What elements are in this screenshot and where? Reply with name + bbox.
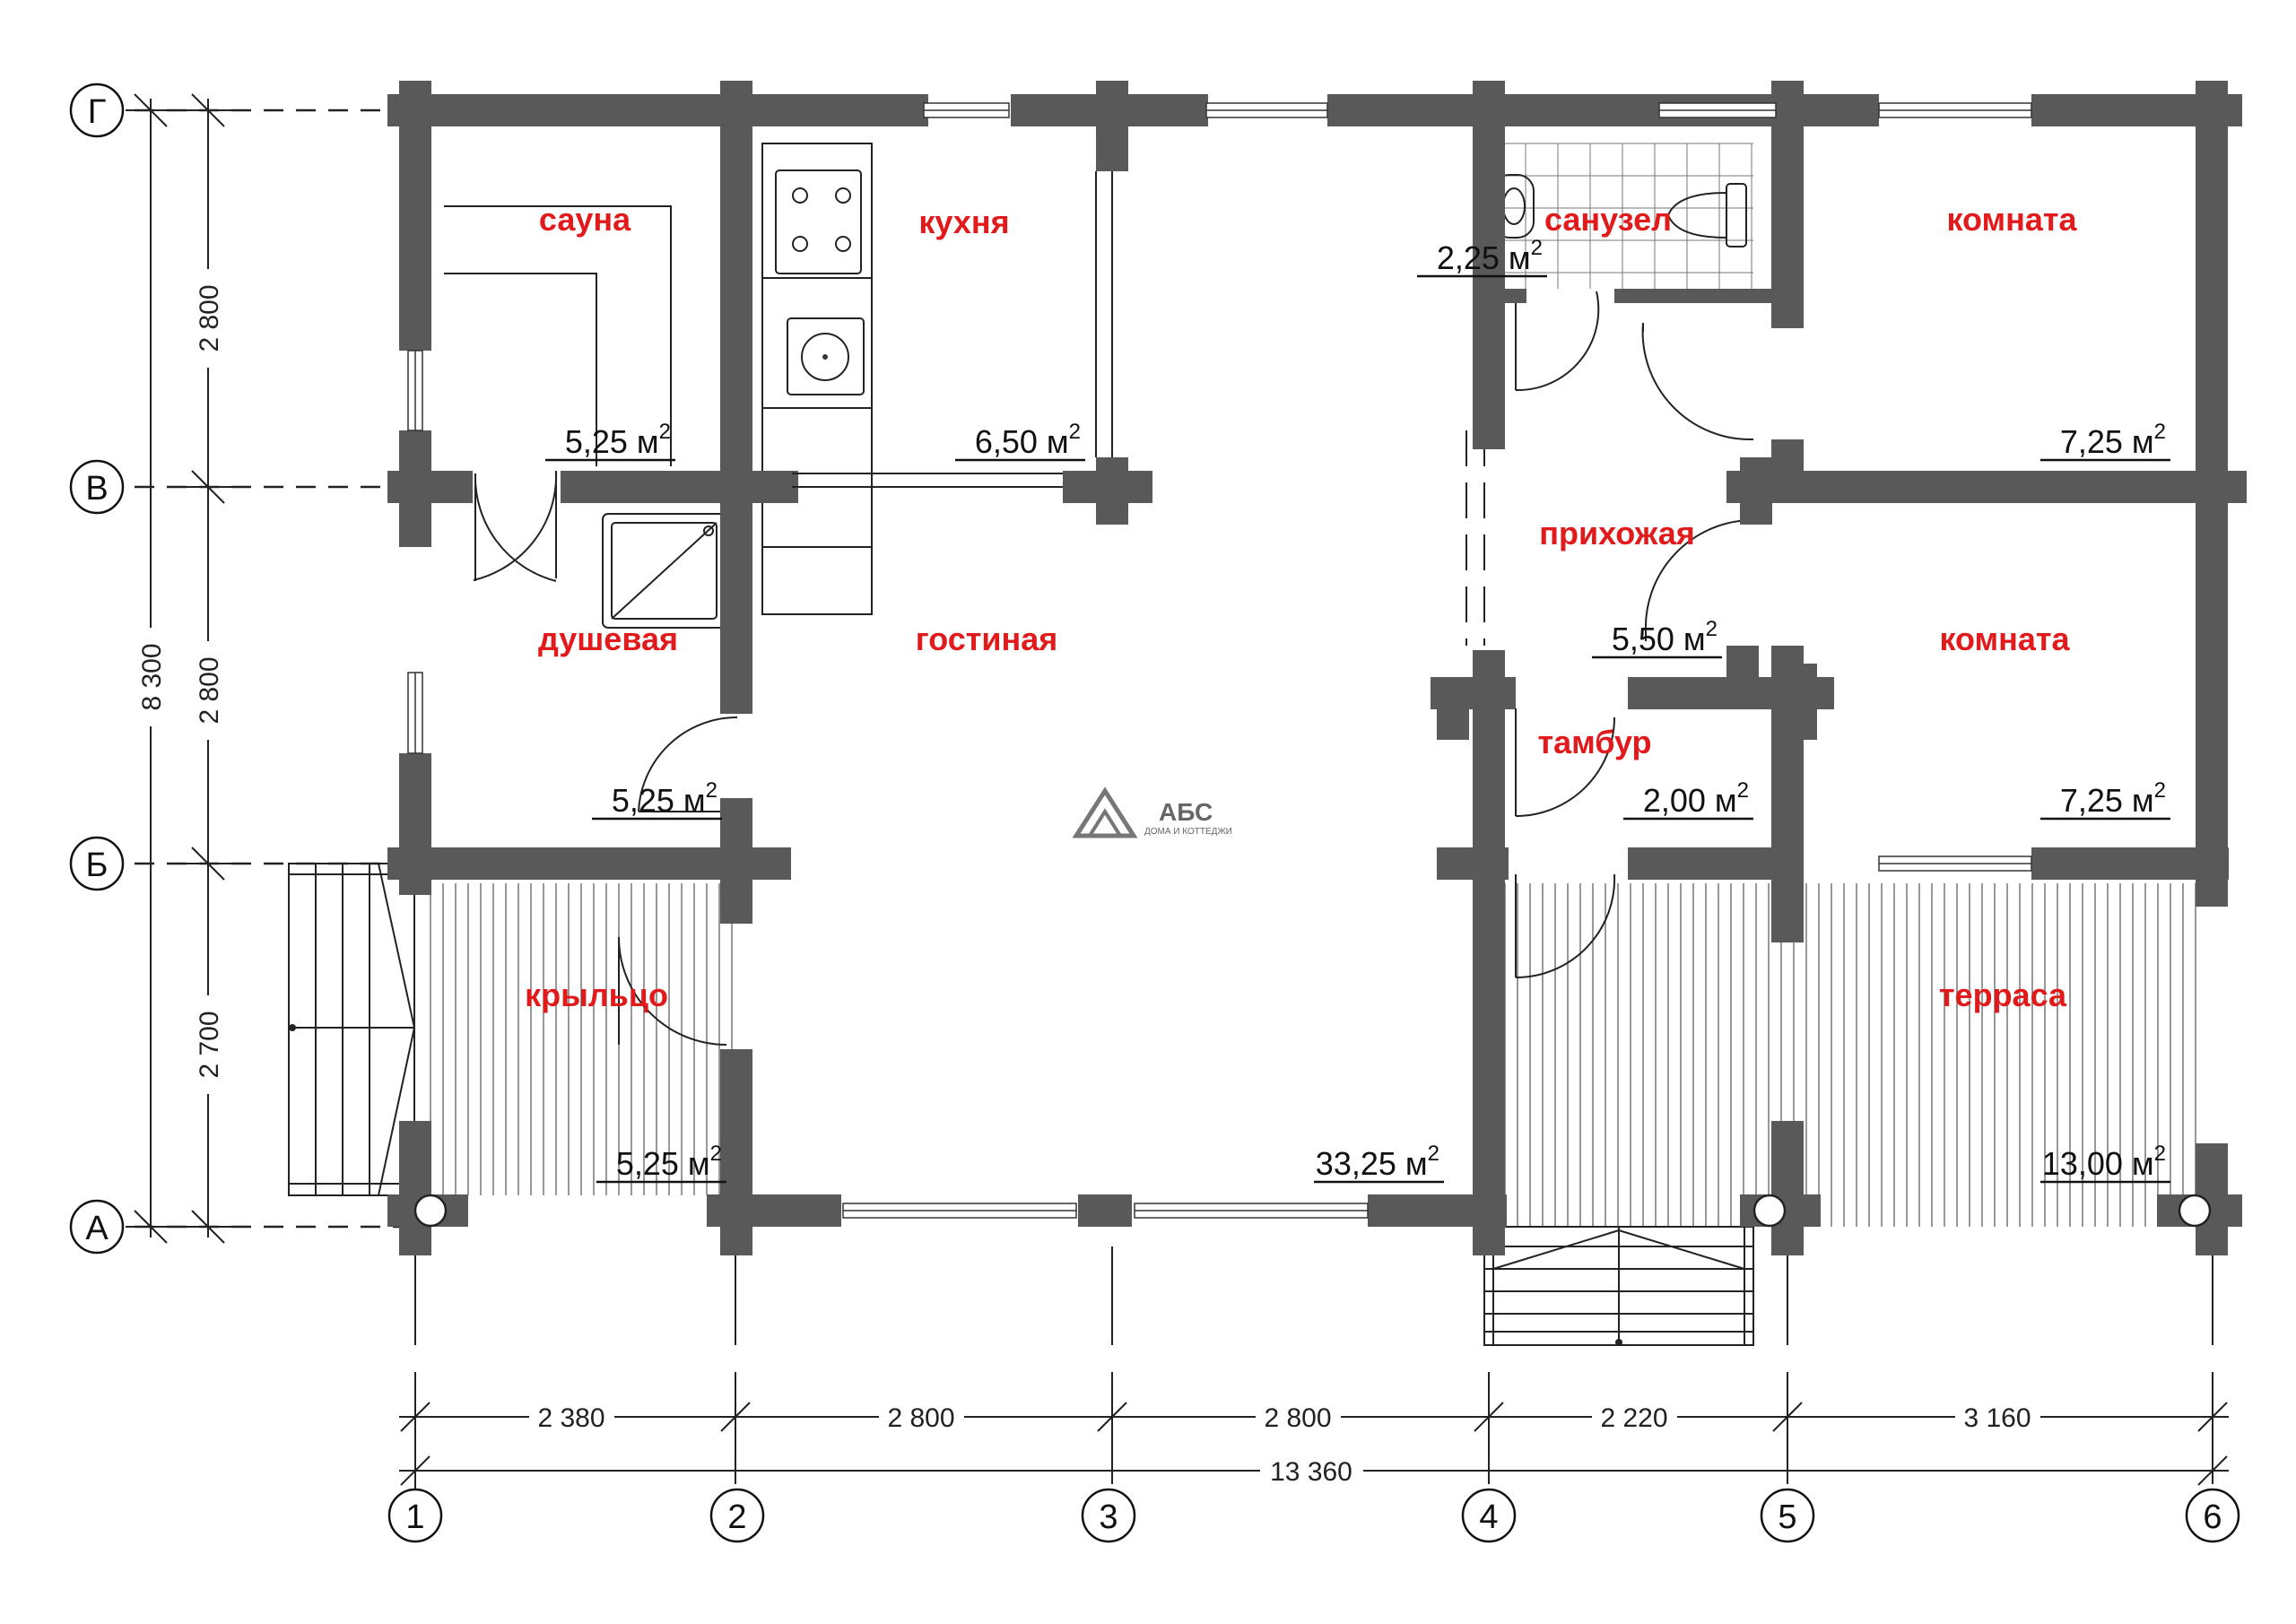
dim-vertical-1: 2 800 xyxy=(195,284,224,352)
room-label-bathroom: санузел xyxy=(1544,201,1672,238)
wall-segment xyxy=(1096,126,1128,171)
wall-segment xyxy=(1771,1121,1804,1202)
logo-title: АБС xyxy=(1159,798,1213,826)
bottom-stairs xyxy=(1483,1226,1754,1346)
room-area: 13,00 м2 xyxy=(2042,1142,2166,1182)
wall-segment xyxy=(720,1049,752,1197)
column-axis-label: 6 xyxy=(2203,1498,2222,1536)
dim-horizontal-1: 2 380 xyxy=(537,1403,604,1433)
room-label-vestibule: тамбур xyxy=(1537,724,1651,760)
dim-vertical-3: 2 700 xyxy=(195,1011,224,1078)
room-label-living: гостиная xyxy=(916,621,1058,657)
dim-horizontal-5: 3 160 xyxy=(1963,1403,2031,1433)
bathroom-tiles xyxy=(1492,143,1753,289)
round-posts xyxy=(413,1194,2212,1228)
room-area: 6,50 м2 xyxy=(975,420,1081,460)
wall-segment xyxy=(1726,471,2247,503)
wall-segment xyxy=(1771,880,1804,942)
wall-segment xyxy=(1473,126,1505,449)
wall-segment xyxy=(1628,847,1798,880)
room-areas: 5,25 м2 6,50 м2 2,25 м2 7,25 м2 5,50 м2 5,25 … xyxy=(545,236,2170,1184)
wall-segment xyxy=(720,126,752,714)
kitchen-fixtures xyxy=(761,143,873,615)
sauna-benches xyxy=(444,205,672,466)
wall-segment xyxy=(399,126,431,351)
wall-segment xyxy=(1078,1194,1132,1227)
wall-segment xyxy=(1096,457,1128,525)
toilet-icon xyxy=(1666,191,1727,239)
column-axis-label: 2 xyxy=(727,1498,746,1536)
room-area: 33,25 м2 xyxy=(1316,1142,1439,1182)
column-axis-label: 3 xyxy=(1099,1498,1118,1536)
room-area: 5,25 м2 xyxy=(616,1142,722,1182)
room-area: 2,00 м2 xyxy=(1643,778,1749,819)
wall-segment xyxy=(1614,289,1774,303)
wall-segment xyxy=(1473,289,1526,303)
stove-icon xyxy=(775,169,862,274)
sink-icon xyxy=(787,317,865,395)
room-label-sauna: сауна xyxy=(539,201,631,238)
room-label-room-1: комната xyxy=(1946,201,2077,238)
dim-horizontal-total: 13 360 xyxy=(1270,1457,1352,1487)
wall-segment xyxy=(720,798,752,924)
dim-horizontal-3: 2 800 xyxy=(1264,1403,1331,1433)
vertical-dimensions: 2 800 2 800 2 700 8 300 xyxy=(126,93,233,1244)
room-label-room-2: комната xyxy=(1939,621,2070,657)
row-axis-markers: Г В Б А xyxy=(69,83,125,1255)
wall-segment xyxy=(1437,677,1469,740)
wall-segment xyxy=(1785,664,1817,740)
wall-segment xyxy=(1473,880,1505,1198)
row-axis-label: Б xyxy=(86,847,109,884)
room-area: 5,25 м2 xyxy=(612,778,718,819)
wall-segment xyxy=(1135,94,1202,126)
dim-horizontal-2: 2 800 xyxy=(887,1403,954,1433)
room-labels: сауна кухня санузел комната прихожая душ… xyxy=(525,201,2077,1013)
room-label-porch: крыльцо xyxy=(525,977,668,1013)
dim-horizontal-4: 2 220 xyxy=(1600,1403,1667,1433)
room-label-kitchen: кухня xyxy=(918,204,1009,240)
room-area: 2,25 м2 xyxy=(1437,236,1543,276)
row-grid-lines xyxy=(135,109,413,1229)
wall-segment xyxy=(399,1121,431,1202)
door-swings xyxy=(473,291,1754,1046)
dim-vertical-total: 8 300 xyxy=(137,643,167,710)
dim-vertical-2: 2 800 xyxy=(195,656,224,724)
column-axis-label: 5 xyxy=(1778,1498,1796,1536)
company-logo: АБС ДОМА И КОТТЕДЖИ xyxy=(1072,786,1232,838)
column-axis-markers: 1 2 3 4 5 6 xyxy=(387,1488,2240,1543)
room-area: 5,25 м2 xyxy=(565,420,671,460)
wall-segment xyxy=(2196,1143,2228,1197)
wall-segment xyxy=(735,94,928,126)
wall-segment xyxy=(1726,646,1759,708)
row-axis-label: А xyxy=(85,1210,109,1247)
wall-segment xyxy=(1771,126,1804,328)
shower-tray-icon xyxy=(602,513,726,629)
wall-segment xyxy=(399,430,431,547)
room-area: 5,50 м2 xyxy=(1612,617,1718,657)
wall-segment xyxy=(1771,439,1804,493)
wall-segment xyxy=(2196,126,2228,853)
windows xyxy=(407,102,2032,1219)
room-area: 7,25 м2 xyxy=(2060,778,2166,819)
room-label-shower: душевая xyxy=(538,621,678,657)
wall-segment xyxy=(399,753,431,865)
room-label-hallway: прихожая xyxy=(1539,515,1695,551)
row-axis-label: Г xyxy=(88,93,107,131)
logo-subtitle: ДОМА И КОТТЕДЖИ xyxy=(1144,827,1232,837)
column-grid-lines xyxy=(414,1246,2213,1484)
wall-segment xyxy=(1740,457,1772,525)
wall-segment xyxy=(2196,880,2228,907)
column-axis-label: 1 xyxy=(405,1498,424,1536)
room-label-terrace: терраса xyxy=(1939,977,2067,1013)
horizontal-dimensions: 2 380 2 800 2 800 2 220 3 160 13 360 xyxy=(399,1376,2229,1489)
walls xyxy=(387,81,2247,1255)
row-axis-label: В xyxy=(85,470,108,508)
column-axis-label: 4 xyxy=(1479,1498,1498,1536)
left-stairs xyxy=(288,863,415,1196)
room-area: 7,25 м2 xyxy=(2060,420,2166,460)
